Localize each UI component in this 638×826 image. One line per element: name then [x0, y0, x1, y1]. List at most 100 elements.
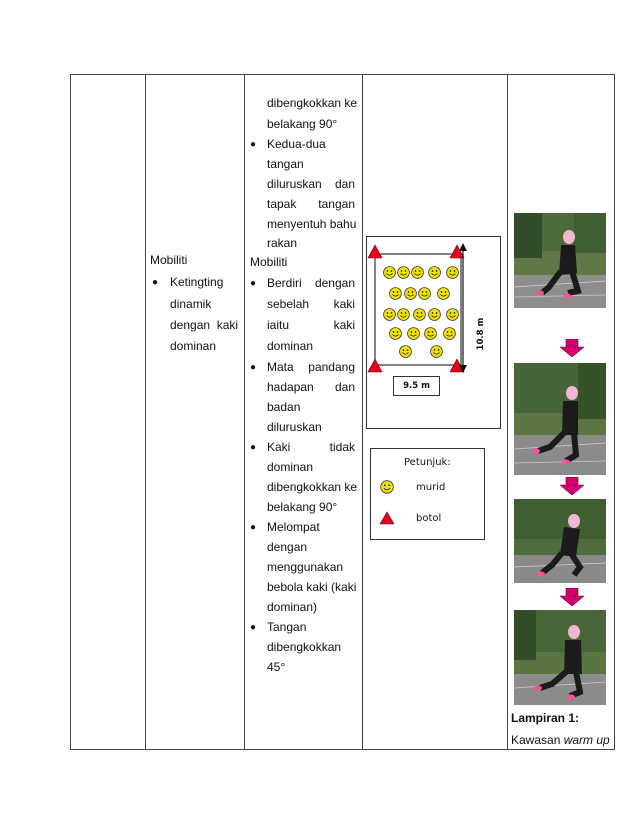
smiley-icon — [437, 287, 450, 300]
warmup-photo-2 — [514, 363, 606, 475]
photo-scene — [514, 499, 606, 583]
smiley-icon — [389, 327, 402, 340]
arrowhead-down-icon — [459, 365, 467, 373]
cone-icon — [367, 244, 383, 259]
col3-b5-line-4: dominan) — [267, 600, 318, 614]
col3-b5-line-1: dengan — [267, 540, 308, 554]
photo-scene — [514, 610, 606, 705]
col-border-3 — [244, 74, 245, 750]
smiley-icon — [443, 327, 456, 340]
cone-icon — [367, 358, 383, 373]
col3-b1-rest-0: menyentuh bahu — [267, 217, 357, 231]
caption-italic: warm up — [563, 733, 610, 747]
col3-b3-rest-1: diluruskan — [267, 420, 322, 434]
col3-heading: Mobiliti — [250, 255, 288, 269]
col-border-5 — [507, 74, 508, 750]
smiley-icon — [407, 327, 420, 340]
table-top-border — [70, 74, 615, 75]
col3-b3-rest-0: badan — [267, 400, 301, 414]
col3-line-top-0: dibengkokkan ke — [267, 96, 358, 110]
col3-b1-rest-1: rakan — [267, 236, 298, 250]
warmup-photo-4 — [514, 610, 606, 705]
col3-b1-line-0: Kedua-dua — [267, 137, 326, 151]
smiley-icon — [383, 308, 396, 321]
smiley-icon — [397, 308, 410, 321]
col3-b6-line-2: 45° — [267, 660, 286, 674]
smiley-icon — [411, 266, 424, 279]
col2-item-line-1: dinamik — [170, 297, 212, 311]
col3-b6-line-0: Tangan — [267, 620, 307, 634]
warmup-photo-3 — [514, 499, 606, 583]
arrow-down-icon — [560, 588, 584, 606]
col-border-1 — [70, 74, 71, 750]
col2-item-line-0: Ketingting — [170, 275, 224, 289]
col2-heading: Mobiliti — [150, 253, 188, 267]
table-bottom-border — [70, 749, 615, 750]
caption-title: Lampiran 1: — [511, 711, 580, 725]
cone-icon — [449, 244, 465, 259]
cone-icon — [380, 511, 394, 525]
col-border-6 — [614, 74, 615, 750]
col2-item-line-2: dengan kaki — [170, 318, 239, 332]
smiley-icon — [424, 327, 437, 340]
smiley-icon — [389, 287, 402, 300]
col3-b4-rest-1: dibengkokkan ke — [267, 480, 358, 494]
caption-text: Kawasan warm up — [511, 730, 610, 750]
col3-line-top-1: belakang 90° — [267, 117, 338, 131]
legend-botol-label: botol — [416, 513, 442, 524]
legend-title: Petunjuk: — [404, 457, 451, 468]
smiley-icon — [418, 287, 431, 300]
col3-b5-line-2: menggunakan — [267, 560, 344, 574]
smiley-icon — [413, 308, 426, 321]
smiley-icon — [399, 345, 412, 358]
arrow-down-icon — [560, 477, 584, 495]
caption-plain: Kawasan — [511, 733, 564, 747]
arrow-down-icon — [560, 339, 584, 357]
smiley-icon — [397, 266, 410, 279]
arrowhead-up-icon — [459, 243, 467, 251]
bullet-dot: ● — [250, 362, 257, 373]
col-border-2 — [145, 74, 146, 750]
smiley-icon — [404, 287, 417, 300]
col3-b6-line-1: dibengkokkan — [267, 640, 342, 654]
bullet-dot: ● — [250, 522, 257, 533]
smiley-icon — [446, 266, 459, 279]
bullet-dot: ● — [250, 139, 257, 150]
col3-b5-line-3: bebola kaki (kaki — [267, 580, 357, 594]
field-diagram-svg — [367, 243, 467, 373]
height-label: 10.8 m — [471, 315, 491, 355]
photo-scene — [514, 363, 606, 475]
smiley-icon — [428, 308, 441, 321]
col3-b4-rest-2: belakang 90° — [267, 500, 338, 514]
smiley-icon — [430, 345, 443, 358]
bullet-dot: ● — [250, 622, 257, 633]
bullet-dot: ● — [250, 442, 257, 453]
photo-scene — [514, 213, 606, 308]
bullet-dot: ● — [152, 277, 159, 288]
width-label-box: 9.5 m — [393, 376, 440, 396]
warmup-photo-1 — [514, 213, 606, 308]
smiley-icon — [380, 480, 394, 494]
legend: Petunjuk: murid botol — [370, 448, 485, 540]
legend-murid-label: murid — [416, 482, 446, 493]
col3-b1-line-1: tangan — [267, 157, 304, 171]
col3-b2-rest-0: dominan — [267, 339, 314, 353]
col3-b5-line-0: Melompat — [267, 520, 320, 534]
col2-item-line-3: dominan — [170, 339, 217, 353]
smiley-icon — [428, 266, 441, 279]
bullet-dot: ● — [250, 278, 257, 289]
field-boundary — [374, 253, 462, 366]
width-label: 9.5 m — [403, 381, 430, 391]
height-label-text: 10.8 m — [476, 317, 486, 351]
col-border-4 — [362, 74, 363, 750]
smiley-icon — [383, 266, 396, 279]
smiley-icon — [446, 308, 459, 321]
